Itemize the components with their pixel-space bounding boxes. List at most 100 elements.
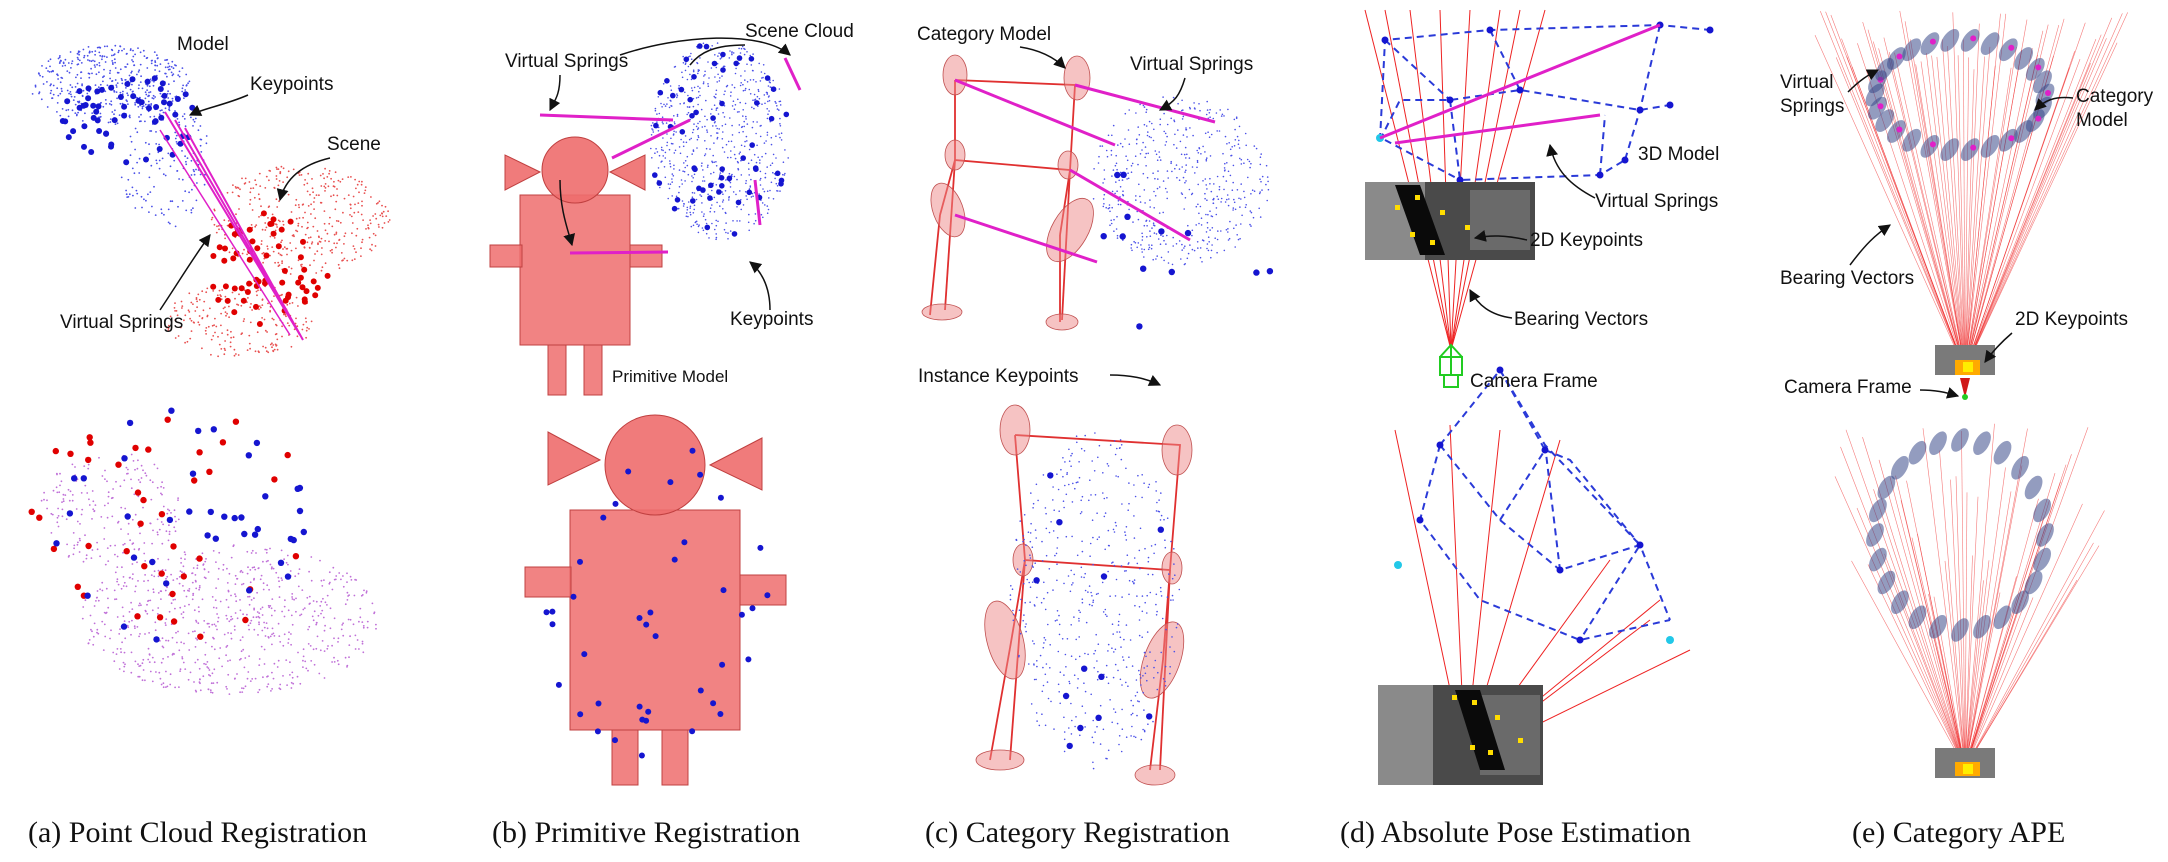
- instance-point: [1133, 582, 1135, 585]
- instance-point: [1172, 245, 1174, 247]
- scene-cloud-point: [673, 130, 675, 133]
- registered-point: [62, 500, 65, 503]
- scene-cloud-point: [751, 126, 754, 129]
- registered-point: [301, 589, 304, 591]
- model-point: [59, 114, 62, 117]
- registered-point: [72, 532, 75, 534]
- model-point: [156, 162, 158, 165]
- registered-point: [371, 602, 374, 605]
- scene-point: [281, 260, 283, 263]
- instance-point: [1143, 248, 1146, 251]
- model-point: [104, 90, 107, 93]
- instance-point: [1134, 242, 1137, 244]
- scene-point: [246, 253, 249, 256]
- registered-point: [205, 663, 207, 666]
- scene-point: [324, 240, 327, 242]
- model-point: [70, 67, 72, 69]
- scene-cloud-point: [704, 140, 706, 142]
- registered-point: [373, 612, 375, 615]
- registered-point: [168, 610, 171, 613]
- scene-point: [184, 341, 187, 344]
- scene-point: [307, 237, 310, 239]
- registered-point: [263, 663, 266, 665]
- scene-point: [249, 347, 252, 350]
- registered-point: [233, 678, 236, 680]
- registered-keypoint: [153, 636, 160, 643]
- instance-point: [1102, 472, 1104, 474]
- instance-point: [1091, 519, 1094, 521]
- model-point: [118, 49, 120, 52]
- registered-point: [225, 654, 228, 657]
- category-keypoint-ellipse: [1875, 109, 1895, 132]
- registered-keypoint: [196, 449, 203, 456]
- registered-keypoint: [140, 496, 147, 504]
- scene-cloud-point: [703, 213, 705, 215]
- registered-point: [197, 606, 200, 608]
- model-point: [47, 70, 49, 72]
- instance-point: [1075, 481, 1078, 484]
- scene-cloud-point: [707, 61, 709, 63]
- registered-point: [99, 555, 101, 558]
- instance-point: [1056, 619, 1058, 621]
- registered-point: [64, 494, 67, 496]
- model-point: [185, 160, 187, 163]
- model-point: [151, 97, 154, 99]
- registered-point: [261, 606, 264, 609]
- scene-point: [287, 193, 290, 196]
- scene-keypoint: [301, 298, 308, 305]
- instance-point: [1118, 631, 1121, 633]
- scene-cloud-point: [741, 125, 744, 128]
- model-point: [69, 91, 72, 93]
- instance-point: [1202, 180, 1204, 182]
- instance-keypoint: [1157, 526, 1165, 533]
- instance-point: [1127, 172, 1129, 174]
- registered-point: [289, 674, 291, 676]
- scene-point: [354, 178, 356, 181]
- registered-point: [243, 666, 246, 669]
- scene-point: [174, 310, 177, 312]
- scene-cloud-point: [687, 111, 690, 114]
- instance-point: [1226, 194, 1229, 196]
- instance-point: [1022, 540, 1024, 543]
- model-point: [114, 67, 117, 69]
- instance-point: [1231, 189, 1234, 191]
- instance-point: [1062, 457, 1064, 459]
- label-3d-model: 3D Model: [1638, 144, 1719, 165]
- scene-point: [355, 251, 357, 254]
- scene-point: [225, 314, 227, 317]
- scene-point: [206, 287, 209, 290]
- model-point: [185, 73, 188, 76]
- registered-point: [198, 610, 200, 613]
- instance-point: [1029, 554, 1031, 556]
- registered-point: [187, 589, 189, 592]
- registered-point: [230, 637, 233, 640]
- instance-point: [1139, 103, 1141, 106]
- registered-point: [93, 605, 96, 607]
- registered-point: [227, 589, 230, 592]
- registered-point: [302, 648, 305, 651]
- instance-point: [1206, 199, 1208, 201]
- model-keypoint: [62, 118, 69, 125]
- scene-cloud-point: [745, 135, 748, 138]
- instance-point: [1068, 460, 1071, 463]
- scene-point: [230, 336, 233, 339]
- instance-point: [1106, 615, 1108, 617]
- model-keypoint: [121, 103, 128, 110]
- scene-cloud-point: [772, 153, 775, 156]
- registered-point: [88, 498, 90, 501]
- instance-point: [1023, 614, 1025, 616]
- registered-point: [91, 518, 93, 520]
- scene-cloud-point: [735, 67, 737, 70]
- scene-keypoint: [719, 166, 725, 172]
- registered-point: [114, 553, 116, 556]
- scene-point: [238, 208, 240, 210]
- instance-point: [1112, 633, 1114, 635]
- registered-point: [320, 579, 323, 582]
- instance-point: [1016, 568, 1019, 570]
- model-point: [106, 84, 109, 87]
- model-point: [80, 77, 82, 79]
- registered-point: [255, 616, 258, 619]
- instance-point: [1124, 534, 1127, 536]
- scene-point: [262, 251, 265, 254]
- scene-point: [374, 234, 377, 237]
